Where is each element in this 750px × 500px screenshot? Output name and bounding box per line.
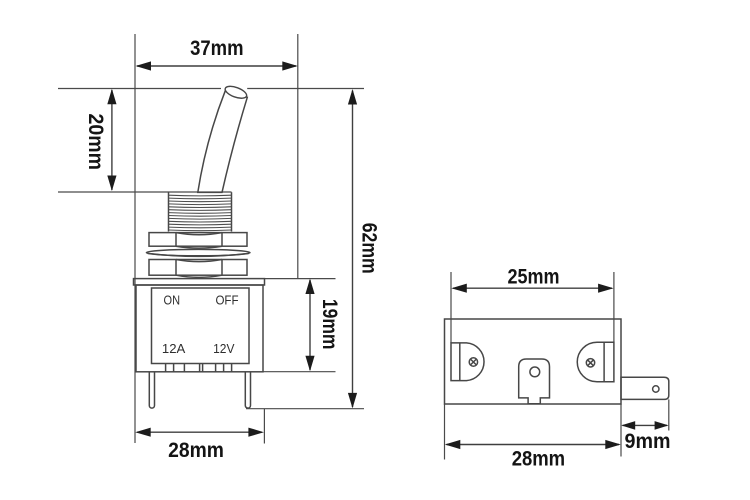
- svg-text:28mm: 28mm: [168, 439, 224, 462]
- svg-text:12A: 12A: [162, 341, 186, 356]
- svg-text:20mm: 20mm: [84, 114, 107, 171]
- svg-text:ON: ON: [164, 293, 181, 308]
- svg-text:37mm: 37mm: [190, 37, 243, 60]
- svg-text:28mm: 28mm: [512, 448, 565, 471]
- svg-text:12V: 12V: [213, 341, 235, 356]
- svg-text:OFF: OFF: [215, 293, 238, 308]
- svg-text:25mm: 25mm: [508, 266, 560, 289]
- svg-text:9mm: 9mm: [625, 430, 671, 453]
- svg-text:62mm: 62mm: [357, 223, 380, 274]
- svg-text:19mm: 19mm: [318, 299, 341, 350]
